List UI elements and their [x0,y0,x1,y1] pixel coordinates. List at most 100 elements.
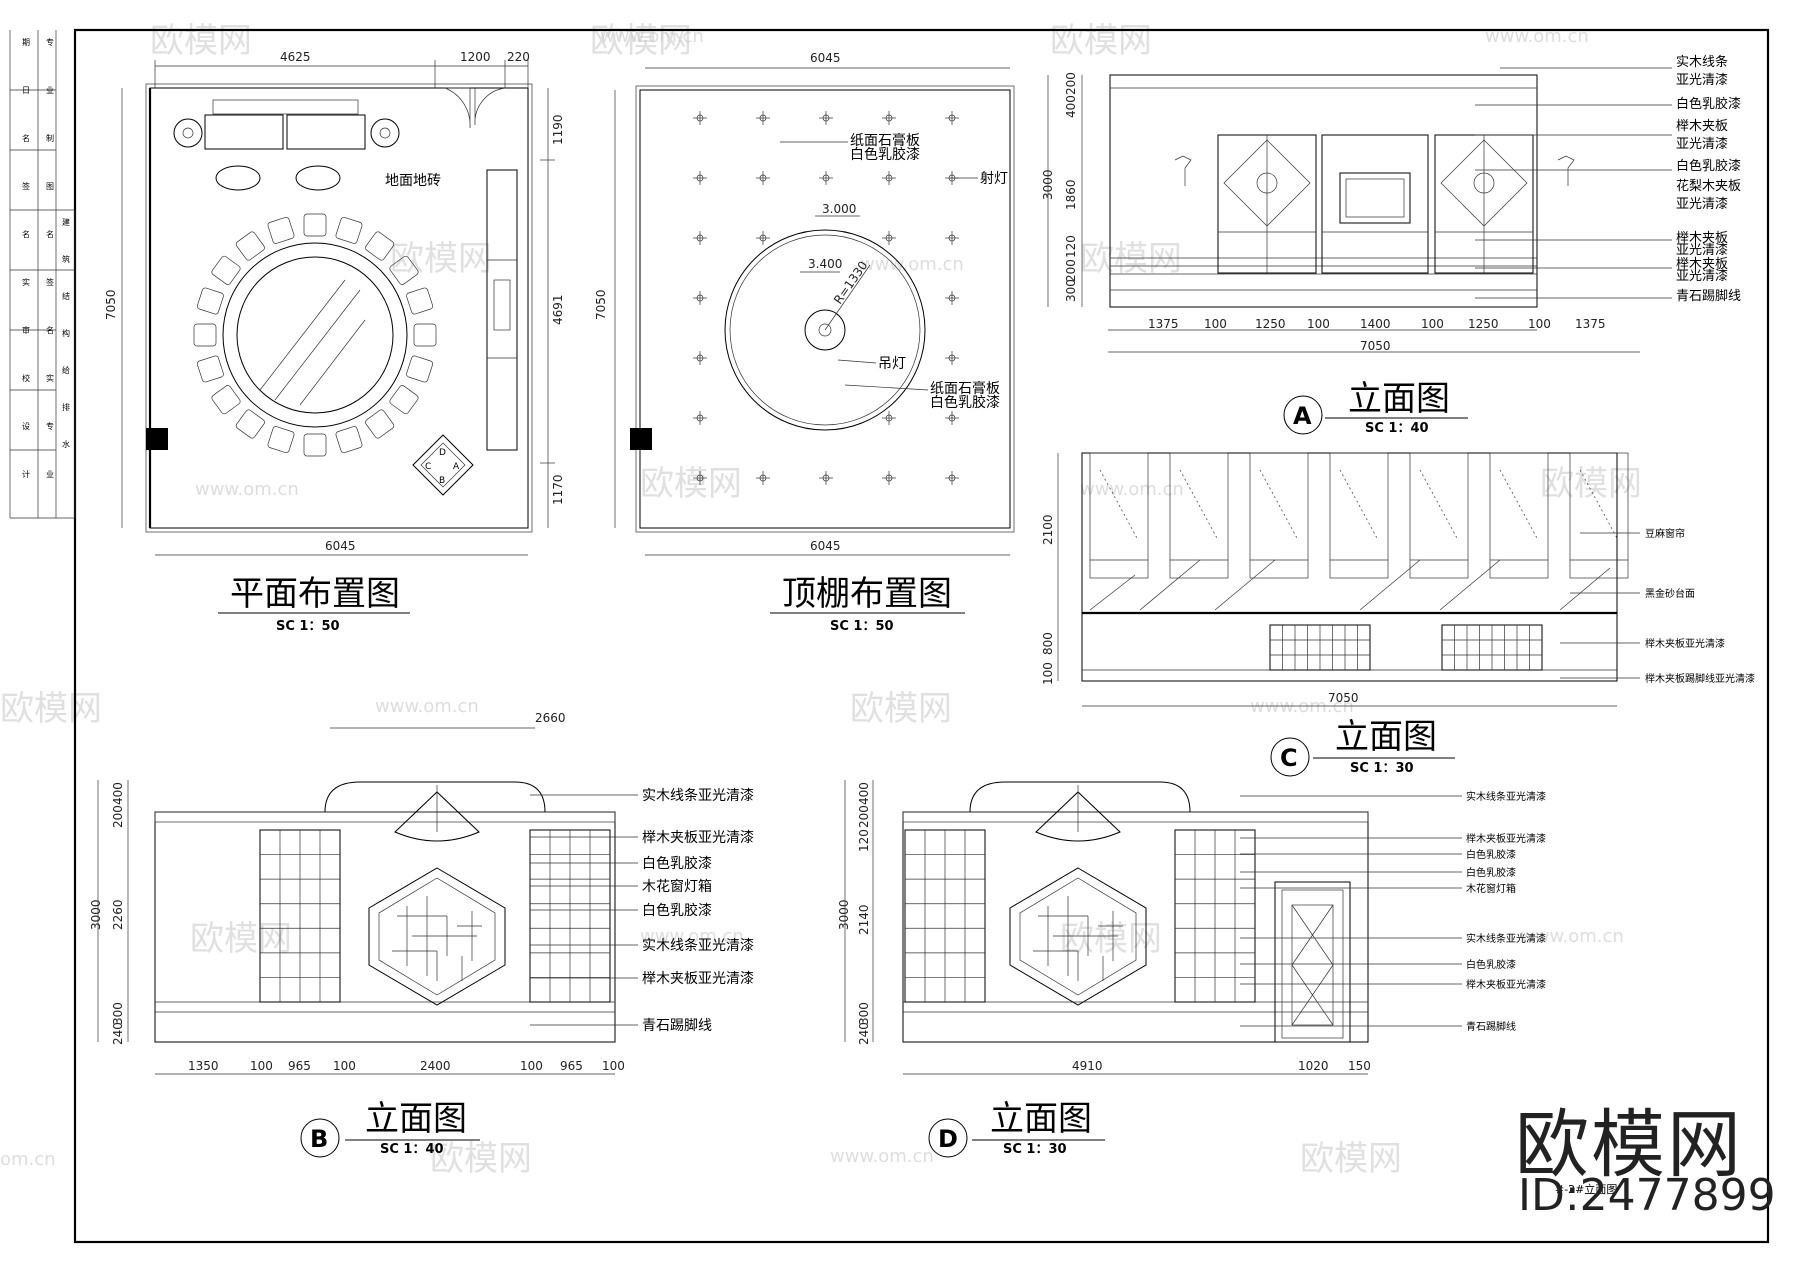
ceiling-spotlight [819,111,833,125]
svg-text:1020: 1020 [1298,1059,1329,1073]
svg-text:欧模网: 欧模网 [1540,464,1642,504]
svg-text:4625: 4625 [280,50,311,64]
svg-text:平面布置图: 平面布置图 [230,574,400,614]
svg-text:D: D [439,448,446,458]
svg-text:欧模网: 欧模网 [0,689,102,729]
ceiling-spotlight [756,471,770,485]
svg-text:黑金砂台面: 黑金砂台面 [1645,587,1695,600]
ceiling-view: 6045 7050 6045 纸面石膏板 白色乳胶漆 射灯 3.000 3.40… [594,51,1015,634]
svg-text:欧模网: 欧模网 [1080,239,1182,279]
ceiling-spotlight [945,351,959,365]
sheet-frame [73,28,1770,1244]
svg-text:1200: 1200 [460,50,491,64]
svg-text:欧模网: 欧模网 [1050,21,1152,61]
svg-text:1250: 1250 [1255,317,1286,331]
svg-text:100: 100 [602,1059,625,1073]
svg-text:240: 240 [111,1022,125,1045]
plan-chair [196,355,224,383]
plan-column [146,428,168,450]
svg-text:3.000: 3.000 [822,202,856,216]
elev-c-curtain-panel [1169,452,1229,579]
elev-d-tag [928,1118,968,1158]
svg-text:欧模网: 欧模网 [390,239,492,279]
brand-id: ID:2477899 [1518,1170,1776,1221]
elev-d-material-label: 白色乳胶漆 [1466,958,1516,971]
svg-text:100: 100 [1528,317,1551,331]
svg-text:3000: 3000 [837,899,851,930]
svg-text:1350: 1350 [188,1059,219,1073]
svg-text:B: B [310,1125,328,1153]
elev-d-material-label: 白色乳胶漆 [1466,848,1516,861]
svg-text:200: 200 [1064,72,1078,95]
svg-text:榉木夹板踢脚线亚光清漆: 榉木夹板踢脚线亚光清漆 [1645,672,1755,685]
title-block-cell: 实 [46,373,54,383]
ceiling-spotlight [882,471,896,485]
svg-text:100: 100 [250,1059,273,1073]
svg-text:SC 1：40: SC 1：40 [1365,421,1429,436]
elev-b-pendant-lamp [394,791,480,842]
ceiling-spotlight [693,111,707,125]
ceiling-spotlight [693,471,707,485]
elev-a-material-label: 白色乳胶漆 [1676,158,1741,174]
elev-b-material-label: 实木线条亚光清漆 [642,937,754,954]
title-block-cell: 名 [46,229,54,239]
title-block-cell: 筑 [62,254,70,264]
ceiling-spotlight [882,171,896,185]
title-block-cell: 构 [62,328,70,338]
svg-text:立面图: 立面图 [365,1099,467,1139]
svg-text:100: 100 [333,1059,356,1073]
ceiling-outline [639,89,1011,529]
svg-text:榉木夹板亚光清漆: 榉木夹板亚光清漆 [1645,637,1725,650]
svg-text:800: 800 [1041,632,1055,655]
title-block-cell: 校 [22,373,30,383]
svg-text:立面图: 立面图 [1348,379,1450,419]
plan-chair [406,287,434,315]
elev-a-material-label: 亚光清漆 [1676,72,1728,88]
svg-text:SC 1：50: SC 1：50 [830,619,894,634]
svg-text:200: 200 [111,805,125,828]
svg-text:D: D [938,1125,958,1153]
ceiling-spotlight [945,291,959,305]
svg-text:100: 100 [1204,317,1227,331]
svg-text:地面地砖: 地面地砖 [385,173,441,189]
svg-text:1375: 1375 [1148,317,1179,331]
title-block-cell: 名 [46,325,54,335]
elevation-a: 3000 200 400 1860 120 200 300 1375 100 1… [1041,54,1741,436]
svg-text:白色乳胶漆: 白色乳胶漆 [930,394,1000,411]
svg-text:6045: 6045 [325,539,356,553]
elev-d-hex-lightbox [1009,867,1147,1006]
svg-text:7050: 7050 [1328,691,1359,705]
svg-text:120: 120 [1064,235,1078,258]
title-block-cell: 排 [62,402,70,412]
plan-chair [211,255,241,285]
elev-d-material-label: 榉木夹板亚光清漆 [1466,832,1546,845]
svg-text:A: A [1293,402,1312,430]
plan-chair [406,355,434,383]
title-block-cell: 审 [22,325,30,335]
ceiling-spotlight [819,471,833,485]
svg-text:欧模网: 欧模网 [150,21,252,61]
elev-a-tv [1339,172,1411,224]
svg-text:www.om.cn: www.om.cn [600,26,704,47]
elev-c-curtain-panel [1249,452,1309,579]
title-block-cell: 期 [22,38,30,47]
svg-text:SC 1：50: SC 1：50 [276,619,340,634]
elev-d-material-label: 木花窗灯箱 [1466,882,1516,895]
title-block-cell: 名 [22,229,30,239]
svg-text:纸面石膏板: 纸面石膏板 [930,380,1000,397]
elev-d-door [1274,881,1351,1043]
elev-a-material-label: 青石踢脚线 [1676,288,1741,304]
elev-d-material-label: 实木线条亚光清漆 [1466,790,1546,803]
ceiling-spotlight [693,291,707,305]
elev-c-curtain-panel [1409,452,1469,579]
plan-door [444,87,471,129]
svg-text:SC 1：40: SC 1：40 [380,1142,444,1157]
elev-b-material-label: 榉木夹板亚光清漆 [642,971,754,987]
brand-logo-text: 欧模网 [1515,1102,1743,1188]
elev-a-material-label: 榉木夹板 [1676,257,1728,272]
svg-text:欧模网: 欧模网 [190,919,292,959]
ceiling-spotlight [756,171,770,185]
svg-text:2260: 2260 [111,899,125,930]
